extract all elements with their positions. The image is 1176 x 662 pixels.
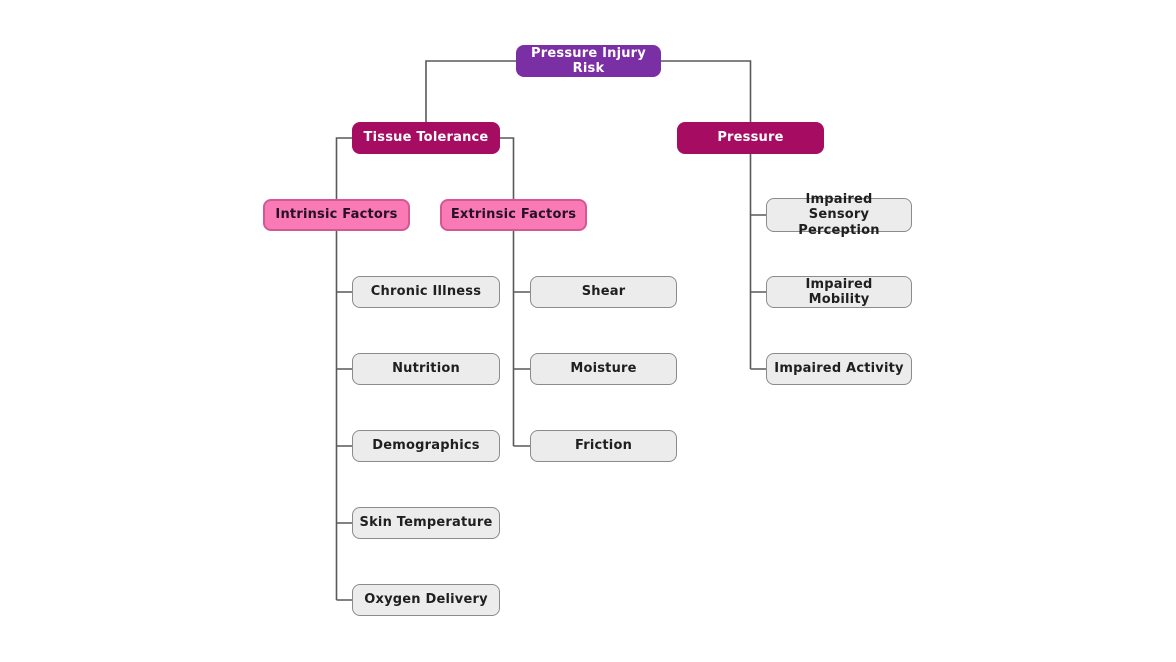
node-label: Tissue Tolerance xyxy=(363,130,489,146)
node-pressure-injury-risk: Pressure Injury Risk xyxy=(516,45,661,77)
node-label: Friction xyxy=(574,438,633,454)
node-friction: Friction xyxy=(530,430,677,462)
node-label: Chronic Illness xyxy=(370,284,482,300)
node-label: Extrinsic Factors xyxy=(450,207,577,223)
connector-intrinsic-spine xyxy=(335,231,352,601)
connector-root-to-pressure xyxy=(661,60,752,122)
node-impaired-mobility: Impaired Mobility xyxy=(766,276,912,308)
connector-pressure-spine xyxy=(749,154,766,370)
node-label: Shear xyxy=(581,284,626,300)
node-shear: Shear xyxy=(530,276,677,308)
node-extrinsic-factors: Extrinsic Factors xyxy=(440,199,587,231)
connector-root-to-tissue-tolerance xyxy=(425,60,516,122)
node-label: Pressure Injury Risk xyxy=(531,45,646,76)
node-label: Pressure xyxy=(717,130,784,146)
node-moisture: Moisture xyxy=(530,353,677,385)
node-tissue-tolerance: Tissue Tolerance xyxy=(352,122,500,154)
node-demographics: Demographics xyxy=(352,430,500,462)
node-pressure: Pressure xyxy=(677,122,824,154)
node-label: Oxygen Delivery xyxy=(364,592,488,608)
node-chronic-illness: Chronic Illness xyxy=(352,276,500,308)
node-label: Intrinsic Factors xyxy=(275,207,398,223)
node-impaired-activity: Impaired Activity xyxy=(766,353,912,385)
node-label: Impaired Mobility xyxy=(805,276,873,307)
node-label: Moisture xyxy=(570,361,637,377)
connector-extrinsic-spine xyxy=(512,231,530,447)
connector-tissue-to-extrinsic xyxy=(500,137,515,199)
node-impaired-sensory-perception: Impaired Sensory Perception xyxy=(766,192,912,238)
node-label: Nutrition xyxy=(392,361,460,377)
node-oxygen-delivery: Oxygen Delivery xyxy=(352,584,500,616)
node-label: Skin Temperature xyxy=(359,515,493,531)
node-label: Impaired Activity xyxy=(774,361,904,377)
node-intrinsic-factors: Intrinsic Factors xyxy=(263,199,410,231)
node-label: Impaired Sensory Perception xyxy=(798,192,880,238)
node-nutrition: Nutrition xyxy=(352,353,500,385)
node-label: Demographics xyxy=(372,438,480,454)
node-skin-temperature: Skin Temperature xyxy=(352,507,500,539)
connector-tissue-to-intrinsic xyxy=(335,137,352,199)
